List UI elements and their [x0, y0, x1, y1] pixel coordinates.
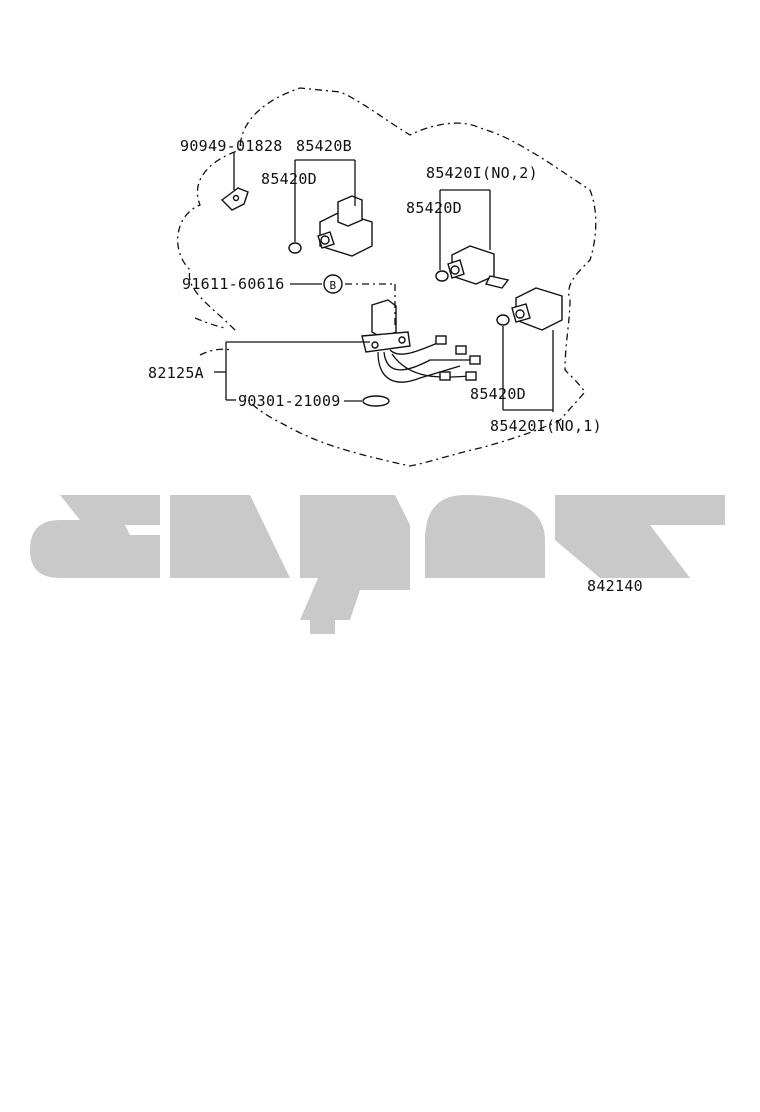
- label-82125a: 82125A: [148, 364, 204, 382]
- wire-harness-82125a-part: [361, 299, 481, 383]
- solenoid-85420b-part: [317, 195, 373, 257]
- label-90949-01828: 90949-01828: [180, 137, 283, 155]
- solenoid-no2-part: [447, 245, 510, 289]
- label-85420d-upper-right: 85420D: [406, 199, 462, 217]
- leader-lines: [214, 152, 554, 412]
- label-85420i-no1: 85420I(NO,1): [490, 417, 602, 435]
- label-85420d-upper-left: 85420D: [261, 170, 317, 188]
- o-ring-85420d-upper-left: [288, 242, 302, 254]
- o-ring-85420d-lower-right: [496, 314, 510, 326]
- callout-b-label: B: [330, 279, 337, 292]
- housing-lower-left-edge: [194, 317, 233, 356]
- label-90301-21009: 90301-21009: [238, 392, 341, 410]
- o-ring-85420d-upper-right: [435, 270, 449, 282]
- label-85420b: 85420B: [296, 137, 352, 155]
- label-85420i-no2: 85420I(NO,2): [426, 164, 538, 182]
- label-85420d-lower-right: 85420D: [470, 385, 526, 403]
- o-ring-90301-part: [362, 395, 390, 407]
- callout-circle-b: [323, 274, 343, 294]
- label-91611-60616: 91611-60616: [182, 275, 285, 293]
- solenoid-no1-part: [511, 287, 563, 331]
- figure-id: 842140: [587, 577, 643, 595]
- transmission-housing-outline: [177, 87, 597, 467]
- bracket-clip-part: [220, 187, 249, 211]
- watermark-logo: [30, 495, 725, 634]
